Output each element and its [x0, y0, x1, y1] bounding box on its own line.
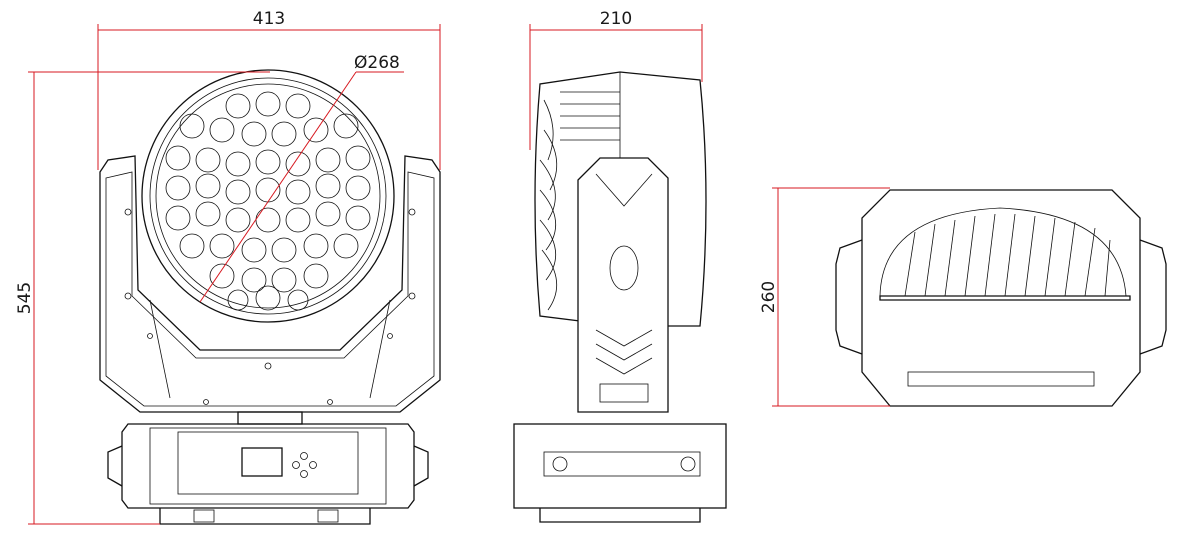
dimension-width-side: 210: [529, 9, 703, 150]
dimension-width-front: 413: [97, 9, 441, 170]
dim-top-height-label: 260: [759, 281, 779, 313]
top-view: [835, 189, 1167, 407]
dimension-lens-diameter: Ø268: [199, 53, 404, 303]
dim-side-width-label: 210: [600, 9, 632, 29]
dimension-height-front: 545: [15, 71, 270, 525]
dim-front-width-label: 413: [253, 9, 285, 29]
front-view: [99, 69, 441, 525]
dimension-height-top: 260: [759, 187, 890, 407]
dim-front-height-label: 545: [15, 282, 35, 314]
side-view: [513, 71, 727, 523]
dim-lens-diameter-label: Ø268: [354, 53, 400, 73]
